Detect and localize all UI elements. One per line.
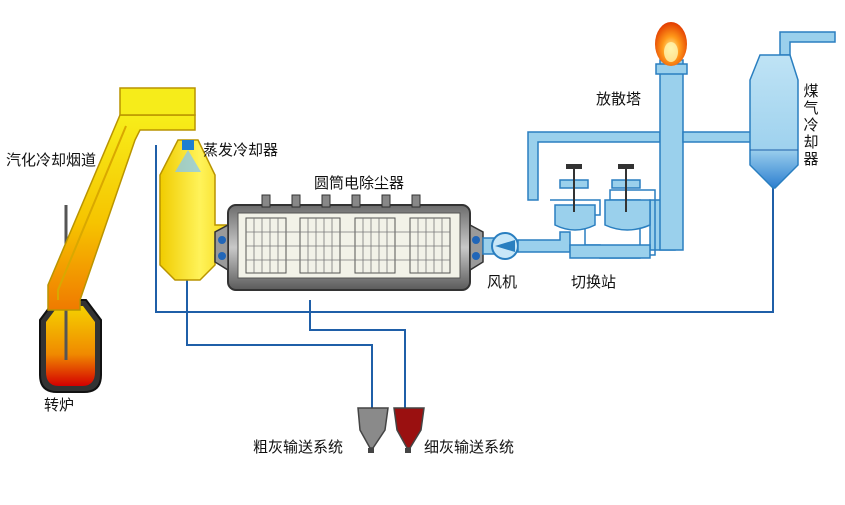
gas-pipes [517,31,836,253]
coarse-ash-hopper [357,407,389,453]
coarse-ash-label: 粗灰输送系统 [253,438,344,456]
converter [39,205,102,393]
esp-label: 圆筒电除尘器 [314,174,405,192]
flare-tower [655,22,688,75]
fine-ash-hopper [393,407,425,453]
fan-label: 风机 [487,273,518,291]
fan [482,232,519,260]
vaporization-flue [47,87,196,311]
return-line [155,145,774,313]
flare-tower-label: 放散塔 [596,90,642,108]
switching-station-label: 切换站 [571,273,617,291]
coarse-ash-line [186,270,373,408]
converter-label: 转炉 [44,396,75,414]
gas-cooler [749,54,799,189]
gas-cooler-label: 煤气冷却器 [803,82,819,168]
switching-station [550,164,656,259]
evaporative-cooler-label: 蒸发冷却器 [203,141,279,159]
signal-lines [155,145,774,408]
fine-ash-line [309,300,406,408]
fine-ash-label: 细灰输送系统 [424,438,515,456]
cylindrical-esp [214,194,484,291]
vaporization-flue-label: 汽化冷却烟道 [6,151,97,169]
